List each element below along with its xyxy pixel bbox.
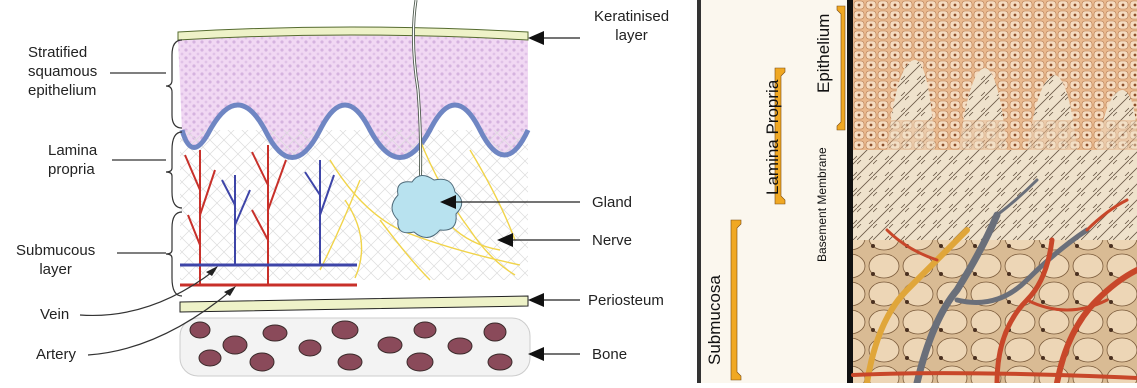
schematic-panel: Stratified squamous epithelium Lamina pr… bbox=[0, 0, 697, 383]
basement-membrane-vertical-label: Basement Membrane bbox=[815, 147, 829, 262]
bone-label: Bone bbox=[592, 345, 627, 364]
periosteum-layer bbox=[180, 296, 528, 312]
submucosa-vertical-label: Submucosa bbox=[705, 275, 725, 365]
epithelium-vertical-label: Epithelium bbox=[814, 14, 834, 93]
connective-tissue bbox=[180, 130, 528, 280]
submucous-layer-label: Submucous layer bbox=[16, 241, 95, 279]
periosteum-label: Periosteum bbox=[588, 291, 664, 310]
histology-panel: Epithelium Lamina Propria Basement Membr… bbox=[697, 0, 1137, 383]
schematic-drawing bbox=[0, 0, 697, 383]
bone-layer bbox=[180, 318, 530, 376]
artery-label: Artery bbox=[36, 345, 76, 364]
lamina-propria-label: Lamina propria bbox=[48, 141, 97, 179]
stratified-squamous-epithelium-label: Stratified squamous epithelium bbox=[28, 43, 97, 100]
lamina-propria-vertical-label: Lamina Propria bbox=[763, 80, 783, 195]
histology-submucosa bbox=[853, 240, 1137, 383]
nerve-label: Nerve bbox=[592, 231, 632, 250]
vein-label: Vein bbox=[40, 305, 69, 324]
gland-label: Gland bbox=[592, 193, 632, 212]
keratinised-layer-label: Keratinised layer bbox=[594, 7, 669, 45]
